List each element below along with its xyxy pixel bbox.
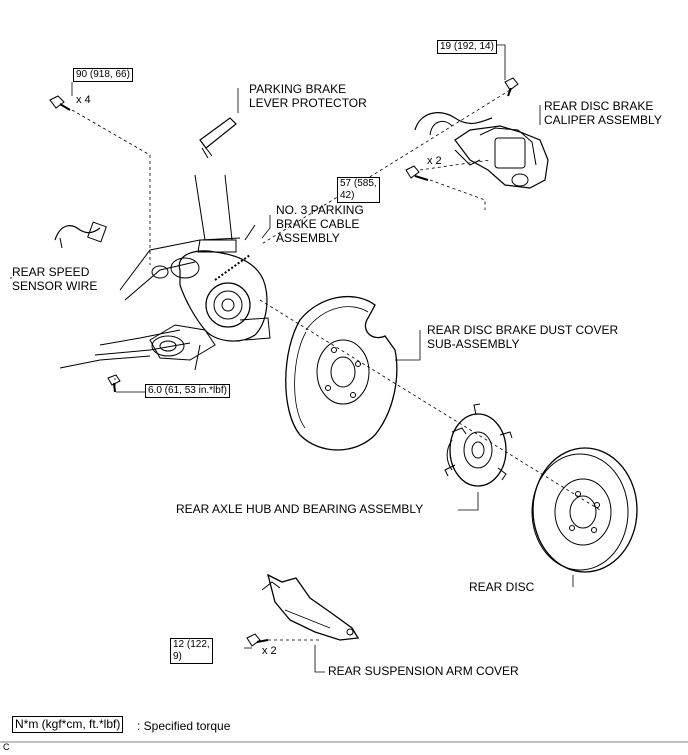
torque-90: 90 (918, 66) (73, 68, 133, 82)
bolt-6 (107, 374, 121, 393)
label-axle-hub: REAR AXLE HUB AND BEARING ASSEMBLY (176, 502, 424, 516)
rear-disc (531, 447, 638, 573)
label-parking-brake-lever-protector: PARKING BRAKE LEVER PROTECTOR (249, 82, 367, 110)
bolt-90 (49, 95, 71, 111)
bolt-12 (246, 633, 269, 647)
rear-disc-brake-dust-cover (285, 295, 398, 451)
torque-57: 57 (585, 42) (337, 177, 380, 203)
label-dust-cover: REAR DISC BRAKE DUST COVER SUB-ASSEMBLY (427, 323, 619, 351)
rear-speed-sensor-wire (54, 221, 107, 249)
legend-unit-box: N*m (kgf*cm, ft.*lbf) (12, 716, 124, 733)
label-caliper-assembly: REAR DISC BRAKE CALIPER ASSEMBLY (544, 99, 662, 127)
rear-axle-hub-and-bearing (444, 403, 513, 487)
bolt-19 (504, 77, 519, 97)
legend-text: : Specified torque (137, 719, 231, 733)
label-rear-speed-sensor-wire: REAR SPEED SENSOR WIRE (12, 265, 98, 293)
torque-6: 6.0 (61, 53 in.*lbf) (145, 384, 230, 398)
label-rear-disc: REAR DISC (469, 580, 535, 594)
bolt-57 (405, 165, 429, 181)
leader-lines (10, 44, 574, 673)
rear-disc-brake-caliper-assembly (414, 112, 549, 189)
torque-12: 12 (122, 9) (170, 638, 213, 664)
label-suspension-arm-cover: REAR SUSPENSION ARM COVER (328, 664, 519, 678)
multiplier-x2-cover: x 2 (262, 645, 277, 657)
multiplier-x4: x 4 (76, 94, 91, 106)
multiplier-x2-caliper: x 2 (427, 155, 442, 167)
assembly-lines (71, 89, 601, 641)
label-parking-brake-cable: NO. 3 PARKING BRAKE CABLE ASSEMBLY (276, 203, 364, 245)
figure-code: C (3, 742, 10, 752)
rear-suspension-arm-cover (261, 573, 360, 641)
knuckle-assembly (59, 174, 271, 371)
parking-brake-lever-protector (199, 117, 237, 159)
torque-19: 19 (192, 14) (437, 40, 497, 54)
